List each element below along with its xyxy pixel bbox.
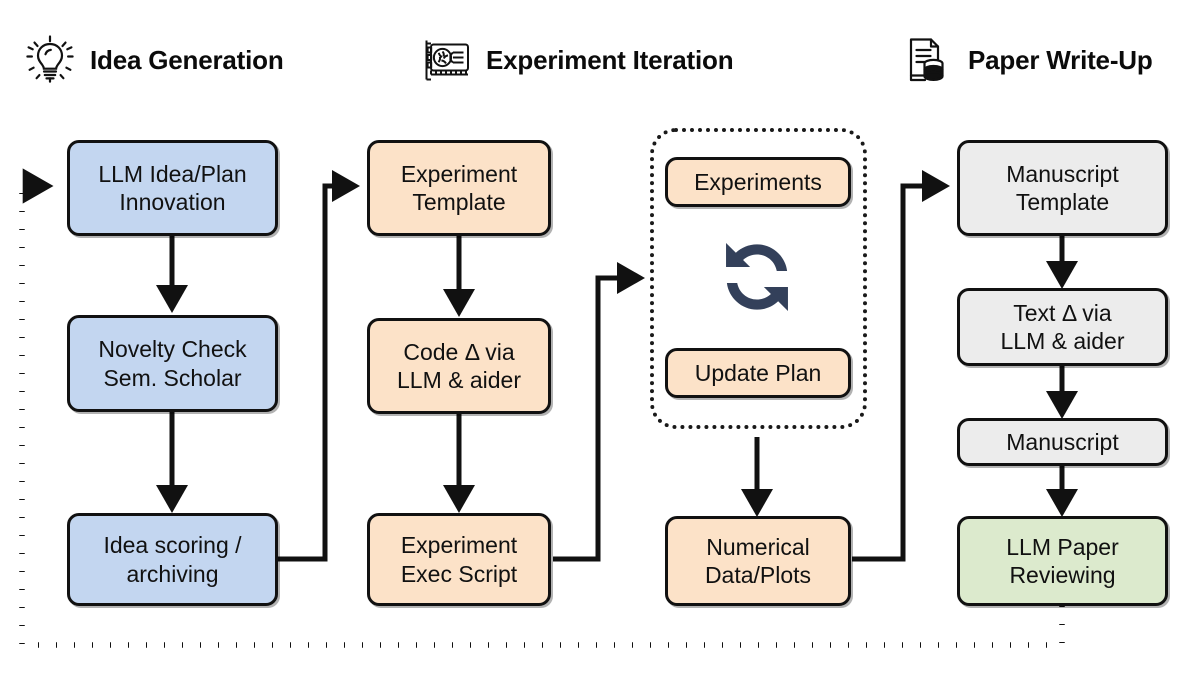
section-header-paper-write-up: Paper Write-Up	[902, 30, 1153, 90]
node-update-plan[interactable]: Update Plan	[665, 348, 851, 398]
node-novelty-check-sem-scholar[interactable]: Novelty Check Sem. Scholar	[67, 315, 278, 412]
node-experiments[interactable]: Experiments	[665, 157, 851, 207]
edge-exec-to-loop	[553, 262, 646, 562]
node-label: Code Δ via LLM & aider	[396, 338, 521, 393]
node-idea-scoring-archiving[interactable]: Idea scoring / archiving	[67, 513, 278, 606]
node-code-delta-via-llm-aider[interactable]: Code Δ via LLM & aider	[367, 318, 551, 414]
node-manuscript[interactable]: Manuscript	[957, 418, 1168, 466]
section-header-label: Paper Write-Up	[968, 44, 1153, 75]
node-label: Novelty Check Sem. Scholar	[98, 336, 247, 391]
node-label: Experiments	[694, 168, 822, 195]
node-experiment-exec-script[interactable]: Experiment Exec Script	[367, 513, 551, 606]
node-label: LLM Idea/Plan Innovation	[98, 160, 247, 215]
node-llm-paper-reviewing[interactable]: LLM Paper Reviewing	[957, 516, 1168, 606]
node-label: Experiment Exec Script	[400, 532, 518, 587]
node-label: LLM Paper Reviewing	[1006, 533, 1119, 588]
node-label: Idea scoring / archiving	[103, 532, 242, 587]
node-label: Text Δ via LLM & aider	[1000, 299, 1125, 354]
experiment-loop-container	[650, 128, 867, 429]
section-header-experiment-iteration: Experiment Iteration	[420, 30, 734, 90]
node-manuscript-template[interactable]: Manuscript Template	[957, 140, 1168, 236]
node-label: Numerical Data/Plots	[704, 533, 812, 588]
node-label: Manuscript	[1006, 428, 1119, 455]
section-header-label: Idea Generation	[90, 44, 284, 75]
refresh-cycle-icon	[726, 242, 788, 312]
node-llm-idea-plan-innovation[interactable]: LLM Idea/Plan Innovation	[67, 140, 278, 236]
node-label: Experiment Template	[400, 160, 518, 215]
gpu-card-icon	[425, 40, 469, 81]
section-header-idea-generation: Idea Generation	[24, 30, 284, 90]
node-experiment-template[interactable]: Experiment Template	[367, 140, 551, 236]
edge-scoring-to-template	[278, 170, 361, 562]
document-database-icon	[909, 38, 944, 82]
node-label: Update Plan	[694, 359, 822, 386]
node-label: Manuscript Template	[1006, 160, 1119, 215]
lightbulb-icon	[26, 35, 74, 83]
node-numerical-data-plots[interactable]: Numerical Data/Plots	[665, 516, 851, 606]
node-text-delta-via-llm-aider[interactable]: Text Δ via LLM & aider	[957, 288, 1168, 366]
section-header-label: Experiment Iteration	[486, 44, 734, 75]
